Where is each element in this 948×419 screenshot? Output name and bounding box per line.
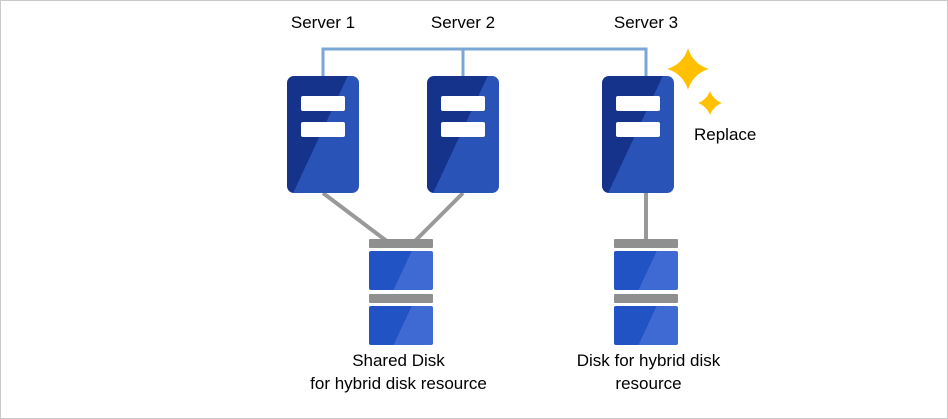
server-3-label: Server 3 (613, 13, 679, 32)
sparkle-big (659, 41, 717, 98)
disk-unit (614, 251, 678, 291)
server1-to-shared-disk-line (321, 191, 390, 244)
server-slot-bar (301, 96, 345, 111)
server-2-icon (427, 76, 499, 193)
server-slot-bar (441, 96, 485, 111)
server-1-label: Server 1 (290, 13, 356, 32)
single-disk-caption-line2: resource (615, 374, 682, 393)
interconnect-line (321, 47, 648, 76)
server-slot-bar (616, 122, 660, 137)
sparkle-icon (659, 41, 729, 122)
disk-unit (369, 305, 433, 345)
server-slot-bar (616, 96, 660, 111)
server-2-label: Server 2 (430, 13, 496, 32)
disk-unit (369, 251, 433, 291)
shared-disk-icon (369, 239, 433, 345)
disk-cap (369, 293, 433, 303)
server-3-icon (602, 76, 674, 193)
shared-disk-caption-line1: Shared Disk (352, 351, 445, 370)
server2-to-shared-disk-line (412, 191, 465, 244)
server-1-icon (287, 76, 359, 193)
single-disk-caption-line1: Disk for hybrid disk (576, 351, 721, 370)
disk-cap (614, 293, 678, 303)
disk-cap (614, 239, 678, 248)
shared-disk-caption-line2: for hybrid disk resource (310, 374, 487, 393)
disk-cap (369, 239, 433, 248)
sparkle-small (691, 84, 729, 122)
server-slot-bar (441, 122, 485, 137)
shared-disk-caption: Shared Disk for hybrid disk resource (266, 349, 531, 395)
server-3-disk-icon (614, 239, 678, 345)
server-slot-bar (301, 122, 345, 137)
replace-label: Replace (694, 125, 757, 144)
disk-unit (614, 305, 678, 345)
single-disk-caption: Disk for hybrid disk resource (531, 349, 766, 395)
